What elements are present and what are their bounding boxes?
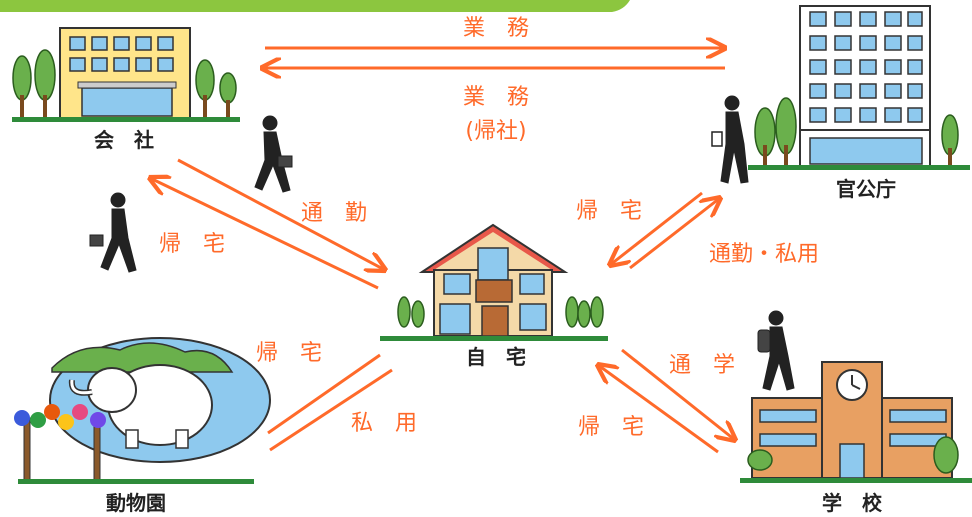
school-icon	[751, 361, 953, 479]
tree-icon	[754, 97, 959, 167]
walking-person-icon	[89, 192, 137, 273]
place-labels: 会 社 官公庁 自 宅 動物園 学 校	[94, 128, 896, 515]
label-school-commute: 通 学	[669, 353, 735, 378]
arrow-return-gov	[610, 191, 703, 265]
office-building-icon	[59, 27, 191, 119]
walking-person-icon	[711, 95, 749, 184]
label-business-return-note: (帰社)	[465, 119, 526, 144]
arrow-return-school	[598, 365, 719, 454]
ground-line	[12, 117, 240, 122]
arrow-commute-company	[177, 158, 385, 270]
label-zoo: 動物園	[106, 491, 166, 515]
zoo-area	[14, 337, 271, 484]
arrow-commute-gov	[629, 198, 720, 270]
label-return-home-zoo: 帰 宅	[256, 341, 322, 366]
tree-icon	[195, 59, 237, 117]
walking-person-icon	[757, 310, 795, 391]
zoo-elephant-icon	[49, 337, 271, 463]
label-government: 官公庁	[836, 177, 896, 201]
tree-icon	[747, 436, 959, 474]
ground-line	[380, 336, 608, 341]
label-return-home-company: 帰 宅	[159, 232, 225, 257]
label-commute: 通 勤	[301, 201, 367, 226]
government-building	[748, 5, 970, 170]
ground-line	[18, 479, 254, 484]
government-building-icon	[799, 5, 931, 167]
house-icon	[418, 223, 569, 337]
school-building	[740, 361, 972, 483]
title-banner	[0, 0, 630, 12]
home-building	[380, 223, 608, 341]
arrow-school-commute	[621, 348, 735, 440]
label-home: 自 宅	[466, 345, 526, 369]
arrow-return-company	[150, 178, 379, 290]
label-business: 業 務	[463, 16, 529, 41]
zoo-gate	[14, 404, 106, 481]
label-company: 会 社	[94, 128, 154, 152]
label-business-return: 業 務	[463, 85, 529, 110]
label-return-home-school: 帰 宅	[578, 415, 644, 440]
walking-person-icon	[254, 115, 293, 193]
ground-line	[748, 165, 970, 170]
label-school: 学 校	[822, 491, 883, 515]
route-labels: 業 務 業 務 (帰社) 通 勤 帰 宅 帰 宅 通勤・私用 帰 宅 私 用 通…	[159, 16, 819, 440]
label-return-home-gov: 帰 宅	[576, 199, 642, 224]
route-arrows	[150, 48, 735, 454]
label-private-use: 私 用	[351, 411, 417, 436]
arrow-private-zoo-1	[267, 353, 381, 435]
arrow-private-zoo-2	[269, 368, 393, 452]
company-building	[12, 27, 240, 122]
label-commute-private: 通勤・私用	[709, 242, 819, 267]
tree-icon	[397, 296, 604, 328]
tree-icon	[12, 49, 56, 117]
ground-line	[740, 478, 972, 483]
